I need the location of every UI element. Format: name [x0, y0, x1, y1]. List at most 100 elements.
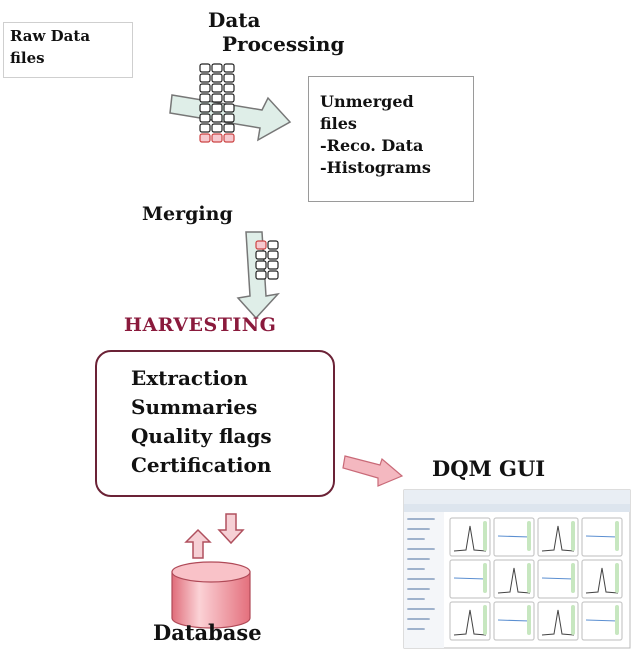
file-block: [223, 73, 235, 83]
to-dqm-arrow: [342, 455, 404, 487]
file-block: [199, 133, 211, 143]
gui-menu-line: [407, 518, 435, 520]
data-processing-label: Data Processing: [200, 8, 380, 56]
merging-label: Merging: [142, 203, 233, 225]
gui-menu-line: [407, 538, 425, 540]
file-block: [255, 260, 267, 270]
gui-plot-trace: [541, 609, 575, 636]
gui-plot-colorbar: [483, 563, 487, 593]
file-block: [211, 63, 223, 73]
file-block: [199, 113, 211, 123]
gui-plot-colorbar: [615, 563, 619, 593]
file-block: [255, 270, 267, 280]
file-block: [211, 113, 223, 123]
gui-plot-panel: [581, 559, 623, 599]
file-block: [267, 260, 279, 270]
gui-plot-colorbar: [571, 563, 575, 593]
gui-plot-trace: [541, 577, 575, 580]
raw-data-box: Raw Data files: [3, 22, 133, 78]
gui-plot-colorbar: [571, 605, 575, 635]
gui-plot-trace: [453, 525, 487, 552]
gui-plot-colorbar: [615, 605, 619, 635]
file-block: [211, 103, 223, 113]
harvesting-title: HARVESTING: [124, 314, 277, 336]
file-block: [255, 240, 267, 250]
merging-file-grid: [255, 240, 279, 280]
database-label: Database: [153, 620, 262, 645]
unmerged-line1: Unmerged: [320, 92, 414, 111]
gui-menu-line: [407, 568, 425, 570]
database-cylinder: [171, 561, 251, 629]
file-block: [223, 93, 235, 103]
harvest-item-certification: Certification: [131, 453, 272, 477]
gui-plot-trace: [585, 567, 619, 594]
gui-plot-trace: [453, 609, 487, 636]
unmerged-line2: files: [320, 114, 357, 133]
data-processing-line2: Processing: [222, 32, 345, 56]
gui-menu-line: [407, 628, 425, 630]
gui-plot-panel: [537, 601, 579, 641]
gui-plot-trace: [585, 619, 619, 622]
gui-plot-colorbar: [527, 605, 531, 635]
gui-plot-panel: [537, 517, 579, 557]
gui-plot-panel: [449, 601, 491, 641]
dqm-gui-title: DQM GUI: [432, 456, 546, 481]
file-block: [199, 73, 211, 83]
dqm-gui-screenshot: [403, 489, 631, 649]
file-block: [267, 270, 279, 280]
gui-menu-line: [407, 608, 435, 610]
file-block: [211, 123, 223, 133]
raw-data-line1: Raw Data: [10, 27, 91, 45]
gui-menu-line: [407, 548, 435, 550]
gui-plot-colorbar: [571, 521, 575, 551]
harvest-item-extraction: Extraction: [131, 366, 248, 390]
gui-plot-colorbar: [483, 521, 487, 551]
gui-plot-panel: [449, 517, 491, 557]
file-block: [223, 133, 235, 143]
up-arrow: [184, 528, 212, 559]
gui-plot-trace: [453, 577, 487, 580]
gui-menu-line: [407, 598, 425, 600]
harvest-item-summaries: Summaries: [131, 395, 258, 419]
file-block: [267, 240, 279, 250]
unmerged-files-box: Unmerged files -Reco. Data -Histograms: [308, 76, 474, 202]
harvest-item-quality-flags: Quality flags: [131, 424, 272, 448]
file-block: [267, 250, 279, 260]
file-block: [211, 133, 223, 143]
file-block: [199, 103, 211, 113]
gui-plot-trace: [497, 619, 531, 622]
unmerged-line4: -Histograms: [320, 158, 431, 177]
gui-plot-panel: [493, 559, 535, 599]
file-block: [199, 83, 211, 93]
file-block: [199, 123, 211, 133]
gui-menu-line: [407, 528, 430, 530]
gui-menu-line: [407, 588, 430, 590]
harvesting-box: Extraction Summaries Quality flags Certi…: [95, 350, 335, 497]
gui-menu-line: [407, 558, 430, 560]
unmerged-line3: -Reco. Data: [320, 136, 424, 155]
gui-plot-trace: [541, 525, 575, 552]
file-block: [223, 103, 235, 113]
raw-data-line2: files: [10, 49, 45, 67]
down-arrow: [217, 513, 245, 545]
gui-plot-colorbar: [527, 521, 531, 551]
file-block: [223, 123, 235, 133]
file-block: [211, 93, 223, 103]
file-block: [223, 113, 235, 123]
file-block: [199, 93, 211, 103]
gui-menu-line: [407, 578, 435, 580]
file-block: [211, 73, 223, 83]
gui-plot-colorbar: [615, 521, 619, 551]
file-block: [211, 83, 223, 93]
gui-plot-trace: [497, 535, 531, 538]
file-block: [199, 63, 211, 73]
file-block: [223, 63, 235, 73]
gui-plot-colorbar: [527, 563, 531, 593]
gui-plot-trace: [497, 567, 531, 594]
file-block: [223, 83, 235, 93]
gui-plot-colorbar: [483, 605, 487, 635]
gui-plot-trace: [585, 535, 619, 538]
file-block: [255, 250, 267, 260]
data-processing-line1: Data: [208, 8, 261, 32]
